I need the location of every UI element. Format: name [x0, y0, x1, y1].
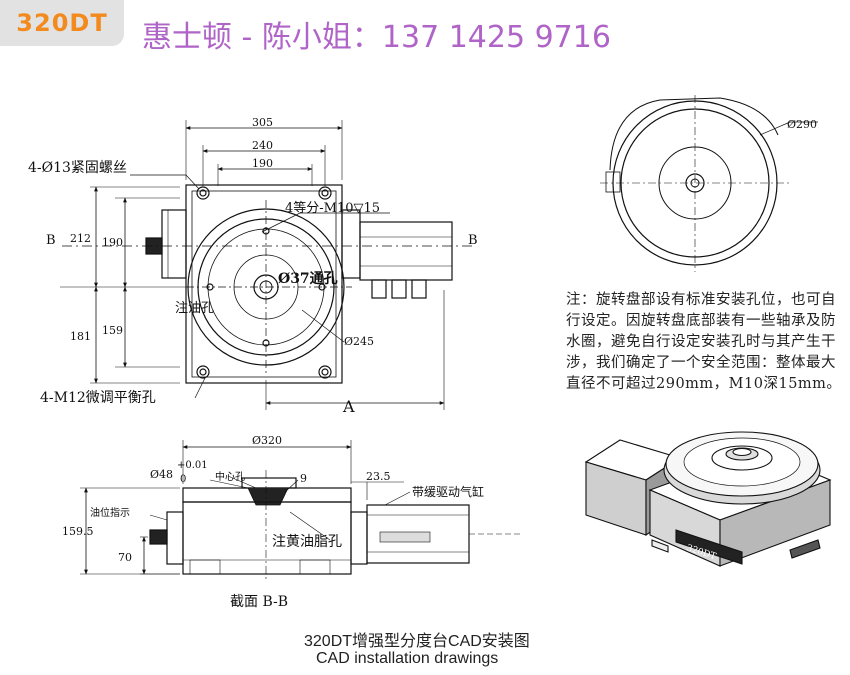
dim-212: 212 — [70, 232, 91, 245]
cylinder-label: 带缓驱动气缸 — [412, 484, 484, 499]
top-view — [60, 120, 476, 410]
contact-line: 惠士顿 - 陈小姐：137 1425 9716 — [142, 20, 611, 55]
dia-320: Ø320 — [252, 434, 282, 447]
dia-48: Ø48 — [150, 468, 173, 481]
dim-305: 305 — [252, 116, 273, 129]
round-view — [600, 95, 818, 272]
dim-190-vertical: 190 — [102, 236, 123, 249]
dim-190: 190 — [252, 157, 273, 170]
section-b-right: B — [468, 233, 478, 248]
caption-subtitle: CAD installation drawings — [316, 650, 499, 667]
bolt-callout: 4-Ø13紧固螺丝 — [28, 160, 127, 176]
dim-159-5: 159.5 — [62, 525, 94, 538]
fill-oil-label: 注黄油脂孔 — [272, 533, 342, 550]
dim-70: 70 — [118, 551, 132, 564]
oil-gauge-label: 油位指示 — [90, 506, 130, 519]
model-badge: 320DT — [0, 0, 124, 46]
section-view — [80, 440, 520, 580]
dia-245: Ø245 — [344, 335, 374, 348]
section-label: 截面 B-B — [230, 594, 288, 610]
thread-callout: 4等分-M10▽15 — [285, 200, 380, 216]
dim-240: 240 — [252, 139, 273, 152]
through-hole-label: Ø37通孔 — [278, 271, 338, 287]
adjust-callout: 4-M12微调平衡孔 — [40, 390, 156, 406]
center-hole-label: 中心孔 — [215, 470, 245, 483]
section-b-left: B — [46, 233, 56, 248]
top-housing — [185, 184, 343, 384]
dim-9: 9 — [300, 472, 307, 485]
top-view-labels: 305 240 190 4-Ø13紧固螺丝 4等分-M10▽15 Ø37通孔 注… — [28, 116, 478, 416]
caption-title: 320DT增强型分度台CAD安装图 — [304, 633, 530, 650]
dim-a: A — [342, 397, 355, 416]
model-badge-text: 320DT — [16, 9, 108, 37]
tolerance-upper: +0.01 — [177, 460, 208, 471]
dim-23-5: 23.5 — [366, 470, 391, 483]
dim-159: 159 — [102, 324, 123, 337]
drive-box — [359, 221, 453, 281]
oil-hole-label: 注油孔 — [175, 301, 214, 316]
dim-181: 181 — [70, 330, 91, 343]
section-view-labels: Ø320 Ø48 +0.01 0 中心孔 9 23.5 带缓驱动气缸 油位指示 … — [62, 434, 484, 610]
tolerance-lower: 0 — [180, 474, 186, 485]
iso-view — [584, 431, 832, 567]
install-note: 注：旋转盘部设有标准安装孔位，也可自行设定。因旋转盘底部装有一些轴承及防水圈，避… — [566, 292, 842, 392]
dia-290: Ø290 — [787, 118, 817, 131]
